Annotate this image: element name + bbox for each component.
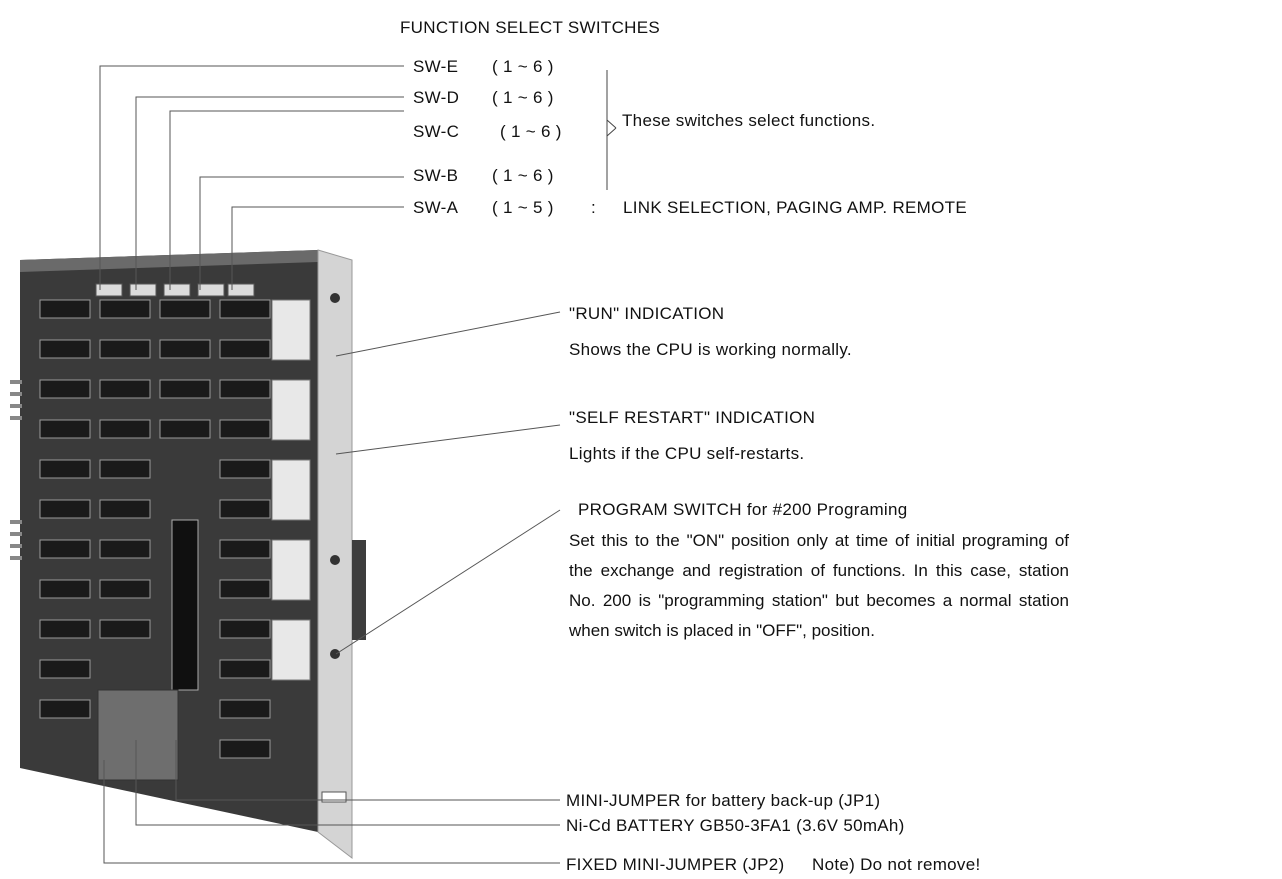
switch-a-separator: : xyxy=(591,198,597,217)
run-indication-desc: Shows the CPU is working normally. xyxy=(569,340,852,359)
switch-range-sw-b: ( 1 ~ 6 ) xyxy=(492,166,554,185)
switch-label-sw-b: SW-B xyxy=(413,166,459,185)
mini-jumper-label: MINI-JUMPER for battery back-up (JP1) xyxy=(566,791,881,810)
switch-label-sw-d: SW-D xyxy=(413,88,460,107)
panel-screw-switch xyxy=(330,649,340,659)
switch-label-sw-e: SW-E xyxy=(413,57,459,76)
edge-connector-pins xyxy=(10,380,22,560)
switch-a-note: LINK SELECTION, PAGING AMP. REMOTE xyxy=(623,198,967,217)
battery-pack xyxy=(97,689,179,781)
run-indication-title: "RUN" INDICATION xyxy=(569,304,725,323)
panel-label xyxy=(321,791,347,803)
panel-screw-mid xyxy=(330,555,340,565)
switch-group-note: These switches select functions. xyxy=(622,111,876,130)
leader-lines xyxy=(99,65,561,864)
fixed-mini-jumper-note: Note) Do not remove! xyxy=(812,855,981,874)
panel-handle xyxy=(352,540,366,640)
memory-modules xyxy=(271,299,311,681)
switch-label-sw-a: SW-A xyxy=(413,198,459,217)
switch-range-sw-d: ( 1 ~ 6 ) xyxy=(492,88,554,107)
program-switch-title: PROGRAM SWITCH for #200 Programing xyxy=(578,500,908,519)
front-panel xyxy=(317,249,353,860)
panel-screw-top xyxy=(330,293,340,303)
board-edge-highlight xyxy=(20,250,318,272)
switch-range-sw-a: ( 1 ~ 5 ) xyxy=(492,198,554,217)
ic-chips xyxy=(39,299,271,759)
battery-label: Ni-Cd BATTERY GB50-3FA1 (3.6V 50mAh) xyxy=(566,816,905,835)
self-restart-desc: Lights if the CPU self-restarts. xyxy=(569,444,805,463)
switch-range-sw-e: ( 1 ~ 6 ) xyxy=(492,57,554,76)
dip-switches xyxy=(95,283,255,297)
cpu-chip xyxy=(171,519,199,691)
switch-label-sw-c: SW-C xyxy=(413,122,460,141)
switch-group-brace xyxy=(606,70,617,190)
program-switch-desc: Set this to the "ON" position only at ti… xyxy=(569,531,1069,640)
fixed-mini-jumper-label: FIXED MINI-JUMPER (JP2) xyxy=(566,855,785,874)
switch-range-sw-c: ( 1 ~ 6 ) xyxy=(500,122,562,141)
self-restart-title: "SELF RESTART" INDICATION xyxy=(569,408,816,427)
function-select-title: FUNCTION SELECT SWITCHES xyxy=(400,18,661,37)
